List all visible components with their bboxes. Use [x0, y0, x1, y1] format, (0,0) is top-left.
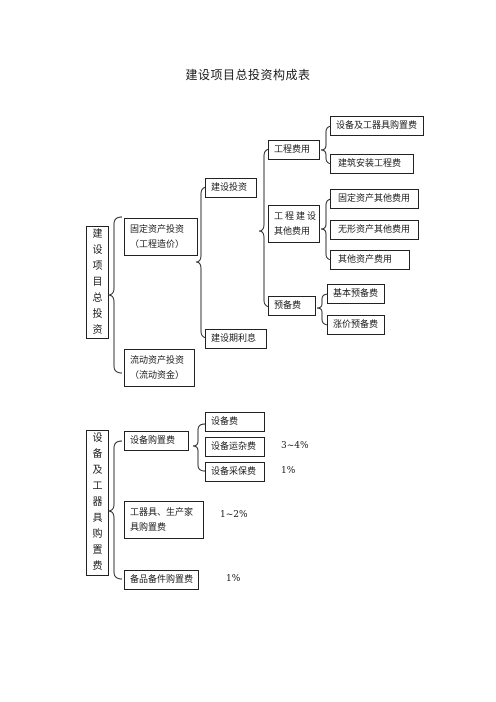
transport-rate: 3~4%: [281, 441, 309, 451]
fixed-assets-box: 固定资产投资 （工程造价）: [124, 218, 198, 256]
price-reserve-label: 涨价预备费: [333, 320, 379, 330]
root-char: 投: [92, 308, 103, 320]
equipment-root-char: 器: [92, 497, 103, 508]
root-brace: [107, 216, 123, 374]
tools-rate: 1~2%: [220, 510, 248, 520]
procurement-fee-label: 设备采保费: [211, 467, 257, 477]
engineering-other-line2: 其他费用: [274, 227, 311, 237]
spare-parts-box: 备品备件购置费: [124, 570, 199, 590]
current-assets-line2: （流动资金）: [130, 371, 185, 381]
root-char: 项: [92, 260, 103, 272]
equipment-root-char: 置: [92, 545, 103, 556]
other-asset-cost-box: 其他资产费用: [330, 250, 410, 270]
equipment-root-char: 备: [92, 449, 103, 460]
equipment-root-box: 设 备 及 工 器 具 购 置 费: [86, 430, 109, 576]
fixed-assets-line1: 固定资产投资: [130, 225, 185, 235]
tools-line1: 工器具、生产家: [130, 508, 194, 518]
fixed-asset-other-label: 固定资产其他费用: [338, 194, 411, 204]
equipment-root-char: 费: [92, 561, 103, 572]
root-char: 建: [92, 228, 103, 240]
intangible-other-label: 无形资产其他费用: [338, 225, 411, 235]
equipment-fee-label: 设备费: [211, 417, 239, 427]
intangible-other-box: 无形资产其他费用: [330, 220, 419, 240]
construction-interest-label: 建设期利息: [211, 334, 257, 344]
other-asset-cost-label: 其他资产费用: [338, 255, 393, 265]
equipment-root-char: 及: [92, 465, 103, 476]
current-assets-line1: 流动资产投资: [130, 356, 185, 366]
page-title: 建设项目总投资构成表: [185, 68, 311, 82]
construction-investment-label: 建设投资: [211, 183, 248, 193]
construction-investment-brace: [258, 148, 272, 308]
equipment-fee-box: 设备费: [205, 412, 265, 432]
engineering-other-box: 工程建设 其他费用: [268, 205, 320, 243]
construction-interest-box: 建设期利息: [205, 329, 267, 349]
equipment-root-char: 设: [92, 433, 103, 444]
building-install-label: 建筑安装工程费: [338, 159, 402, 169]
equipment-cost-group-label: 设备购置费: [130, 436, 176, 446]
reserve-label: 预备费: [274, 301, 302, 311]
equipment-cost-group-box: 设备购置费: [124, 431, 189, 451]
fixed-assets-brace: [195, 186, 209, 339]
fixed-asset-other-box: 固定资产其他费用: [330, 189, 419, 209]
reserve-box: 预备费: [268, 296, 316, 316]
transport-fee-label: 设备运杂费: [211, 442, 257, 452]
equipment-purchase-label: 设备及工器具购置费: [336, 121, 418, 131]
equipment-root-brace: [107, 440, 123, 580]
transport-fee-box: 设备运杂费: [205, 437, 265, 457]
total-investment-box: 建 设 项 目 总 投 资: [86, 226, 109, 339]
equipment-cost-brace: [192, 423, 206, 472]
engineering-cost-box: 工程费用: [268, 140, 320, 160]
equipment-purchase-box: 设备及工器具购置费: [330, 116, 424, 136]
equipment-root-char: 具: [92, 513, 103, 524]
root-char: 资: [92, 324, 103, 336]
root-char: 目: [92, 276, 103, 288]
basic-reserve-box: 基本预备费: [327, 284, 385, 304]
procurement-rate: 1%: [281, 466, 296, 476]
spare-rate: 1%: [226, 574, 241, 584]
spare-parts-label: 备品备件购置费: [130, 575, 194, 585]
tools-line2: 具购置费: [130, 523, 167, 533]
building-install-box: 建筑安装工程费: [330, 154, 414, 174]
root-char: 总: [92, 292, 103, 304]
engineering-cost-label: 工程费用: [274, 145, 311, 155]
equipment-root-char: 工: [92, 481, 103, 492]
engineering-other-line1: 工程建设: [274, 212, 319, 222]
engineering-other-brace: [320, 198, 334, 261]
current-assets-box: 流动资产投资 （流动资金）: [124, 349, 195, 387]
fixed-assets-line2: （工程造价）: [130, 240, 185, 250]
reserve-brace: [316, 293, 330, 326]
tools-box: 工器具、生产家 具购置费: [124, 501, 204, 539]
equipment-root-char: 购: [92, 529, 103, 540]
price-reserve-box: 涨价预备费: [327, 315, 385, 335]
construction-investment-box: 建设投资: [205, 178, 257, 198]
basic-reserve-label: 基本预备费: [333, 289, 379, 299]
procurement-fee-box: 设备采保费: [205, 462, 265, 482]
root-char: 设: [92, 244, 103, 256]
engineering-cost-brace: [320, 125, 334, 165]
